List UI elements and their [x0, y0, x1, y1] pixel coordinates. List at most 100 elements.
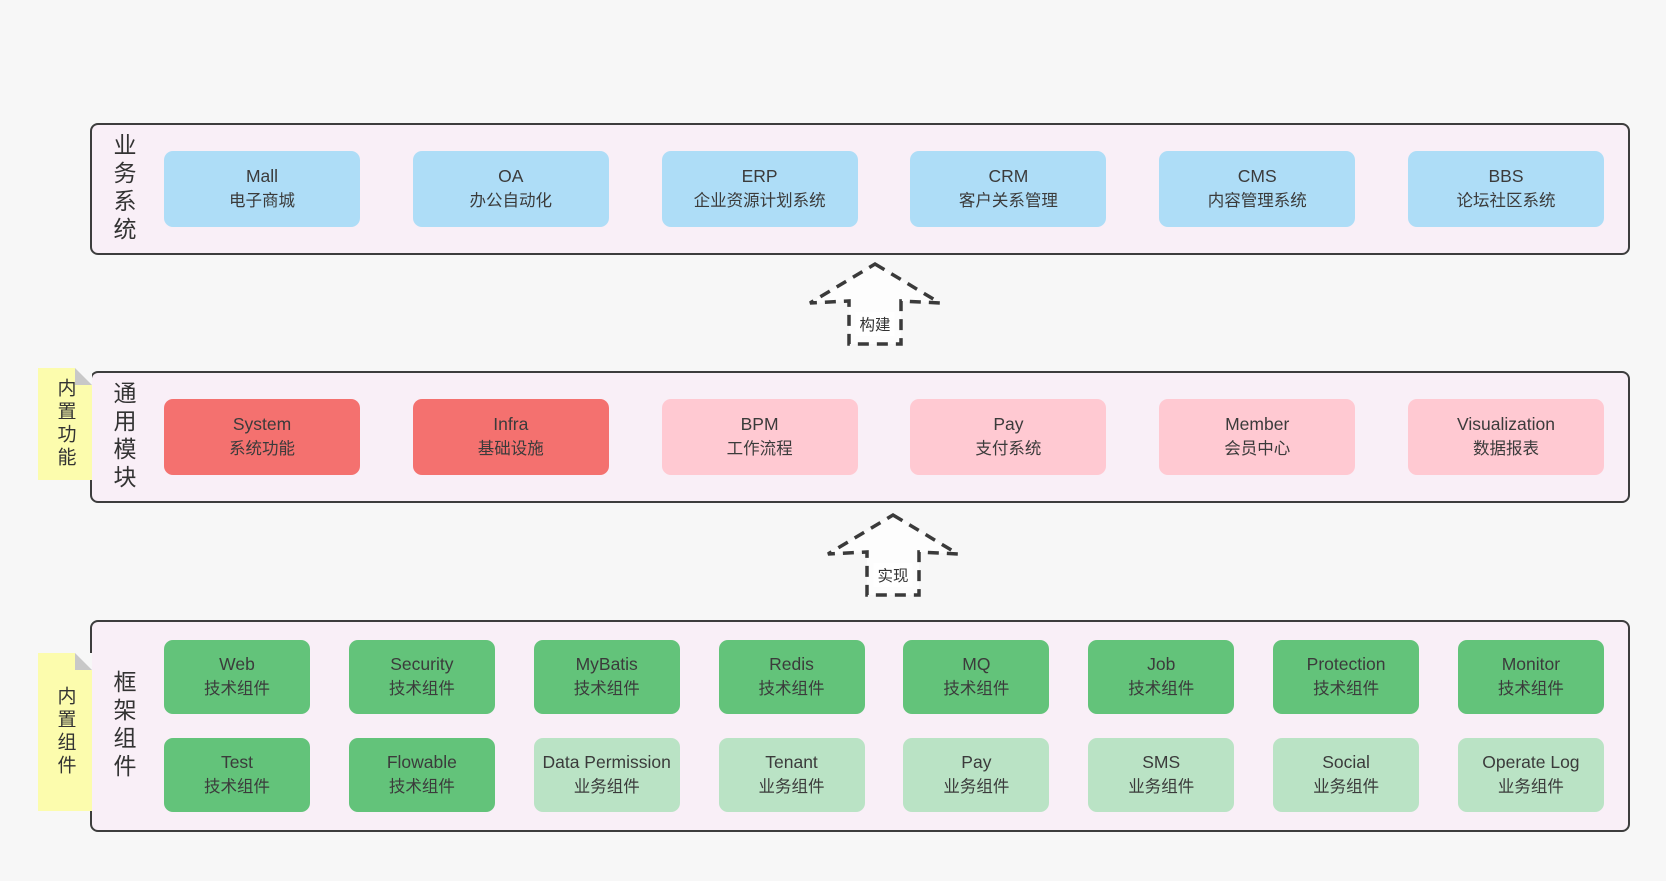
- box-title: MyBatis: [575, 654, 638, 675]
- box-title: Web: [219, 654, 255, 675]
- build-arrow-label: 构建: [855, 312, 895, 336]
- common-modules-section: 通用模块 System 系统功能 Infra 基础设施 BPM 工作流程 Pay…: [90, 371, 1630, 503]
- common-modules-boxes: System 系统功能 Infra 基础设施 BPM 工作流程 Pay 支付系统…: [146, 399, 1628, 475]
- box-bpm: BPM 工作流程: [661, 399, 858, 475]
- implement-arrow-label: 实现: [873, 563, 913, 587]
- box-title: Flowable: [386, 752, 457, 773]
- box-title: System: [232, 414, 292, 435]
- box-subtitle: 业务组件: [1128, 778, 1195, 797]
- box-security: Security 技术组件: [348, 640, 495, 714]
- built-in-components-note: 内置组件: [38, 653, 92, 811]
- box-title: Test: [220, 752, 254, 773]
- business-systems-label: 业务系统: [110, 133, 136, 245]
- box-data-permission: Data Permission 业务组件: [533, 738, 680, 812]
- box-monitor: Monitor 技术组件: [1457, 640, 1604, 714]
- box-title: Data Permission: [542, 752, 671, 773]
- box-mq: MQ 技术组件: [903, 640, 1050, 714]
- implement-arrow: 实现: [822, 511, 964, 599]
- box-subtitle: 数据报表: [1472, 440, 1539, 459]
- box-title: Mall: [245, 166, 279, 187]
- box-pay-component: Pay 业务组件: [903, 738, 1050, 812]
- box-visualization: Visualization 数据报表: [1407, 399, 1604, 475]
- box-cms: CMS 内容管理系统: [1159, 151, 1356, 227]
- box-title: BPM: [740, 414, 779, 435]
- box-title: CRM: [988, 166, 1029, 187]
- box-web: Web 技术组件: [164, 640, 310, 714]
- box-mybatis: MyBatis 技术组件: [533, 640, 680, 714]
- box-social: Social 业务组件: [1273, 738, 1420, 812]
- box-subtitle: 业务组件: [1313, 778, 1380, 797]
- box-subtitle: 技术组件: [1128, 680, 1195, 699]
- box-title: Tenant: [765, 752, 818, 773]
- box-subtitle: 电子商城: [229, 192, 295, 211]
- box-subtitle: 技术组件: [388, 778, 455, 797]
- build-arrow: 构建: [804, 260, 946, 348]
- box-operate-log: Operate Log 业务组件: [1457, 738, 1604, 812]
- box-subtitle: 业务组件: [573, 778, 640, 797]
- box-title: ERP: [741, 166, 778, 187]
- box-bbs: BBS 论坛社区系统: [1407, 151, 1604, 227]
- box-subtitle: 基础设施: [477, 440, 544, 459]
- box-title: Protection: [1306, 654, 1386, 675]
- built-in-functions-note: 内置功能: [38, 368, 92, 480]
- box-subtitle: 业务组件: [943, 778, 1010, 797]
- box-member: Member 会员中心: [1159, 399, 1356, 475]
- box-subtitle: 技术组件: [1497, 680, 1564, 699]
- box-tenant: Tenant 业务组件: [718, 738, 865, 812]
- common-modules-label: 通用模块: [110, 381, 136, 493]
- box-subtitle: 支付系统: [975, 440, 1042, 459]
- box-title: Operate Log: [1482, 752, 1580, 773]
- built-in-components-note-label: 内置组件: [54, 686, 76, 778]
- box-sms: SMS 业务组件: [1088, 738, 1235, 812]
- box-title: Pay: [961, 752, 992, 773]
- box-subtitle: 系统功能: [229, 440, 295, 459]
- box-title: Redis: [769, 654, 814, 675]
- box-title: BBS: [1488, 166, 1524, 187]
- box-title: CMS: [1237, 166, 1277, 187]
- box-subtitle: 技术组件: [204, 680, 270, 699]
- box-subtitle: 会员中心: [1224, 440, 1291, 459]
- box-subtitle: 企业资源计划系统: [693, 192, 826, 211]
- box-subtitle: 业务组件: [758, 778, 825, 797]
- business-systems-boxes: Mall 电子商城 OA 办公自动化 ERP 企业资源计划系统 CRM 客户关系…: [146, 151, 1628, 227]
- business-systems-section: 业务系统 Mall 电子商城 OA 办公自动化 ERP 企业资源计划系统 CRM…: [90, 123, 1630, 255]
- box-subtitle: 论坛社区系统: [1456, 192, 1556, 211]
- framework-components-boxes: Web 技术组件 Security 技术组件 MyBatis 技术组件 Redi…: [146, 640, 1628, 812]
- build-arrow-icon: [809, 261, 941, 346]
- box-subtitle: 内容管理系统: [1207, 192, 1307, 211]
- box-subtitle: 技术组件: [943, 680, 1010, 699]
- box-title: Job: [1147, 654, 1176, 675]
- box-subtitle: 技术组件: [1313, 680, 1380, 699]
- box-title: Monitor: [1501, 654, 1561, 675]
- box-title: Visualization: [1457, 414, 1555, 435]
- box-title: OA: [498, 166, 524, 187]
- box-system: System 系统功能: [164, 399, 360, 475]
- framework-components-section: 框架组件 Web 技术组件 Security 技术组件 MyBatis 技术组件…: [90, 620, 1630, 832]
- box-subtitle: 业务组件: [1497, 778, 1564, 797]
- box-infra: Infra 基础设施: [412, 399, 609, 475]
- box-crm: CRM 客户关系管理: [910, 151, 1107, 227]
- box-subtitle: 办公自动化: [469, 192, 553, 211]
- implement-arrow-icon: [827, 512, 959, 597]
- box-erp: ERP 企业资源计划系统: [661, 151, 858, 227]
- framework-components-label: 框架组件: [110, 670, 136, 782]
- box-test: Test 技术组件: [164, 738, 310, 812]
- built-in-functions-note-label: 内置功能: [54, 378, 76, 470]
- box-mall: Mall 电子商城: [164, 151, 360, 227]
- box-redis: Redis 技术组件: [718, 640, 865, 714]
- box-title: MQ: [962, 654, 991, 675]
- box-subtitle: 技术组件: [573, 680, 640, 699]
- box-flowable: Flowable 技术组件: [348, 738, 495, 812]
- box-subtitle: 技术组件: [388, 680, 455, 699]
- box-title: SMS: [1142, 752, 1181, 773]
- box-oa: OA 办公自动化: [412, 151, 609, 227]
- box-subtitle: 客户关系管理: [958, 192, 1058, 211]
- box-title: Social: [1322, 752, 1370, 773]
- box-job: Job 技术组件: [1088, 640, 1235, 714]
- box-title: Infra: [493, 414, 529, 435]
- box-title: Security: [390, 654, 454, 675]
- box-title: Pay: [993, 414, 1024, 435]
- box-subtitle: 工作流程: [726, 440, 793, 459]
- box-subtitle: 技术组件: [758, 680, 825, 699]
